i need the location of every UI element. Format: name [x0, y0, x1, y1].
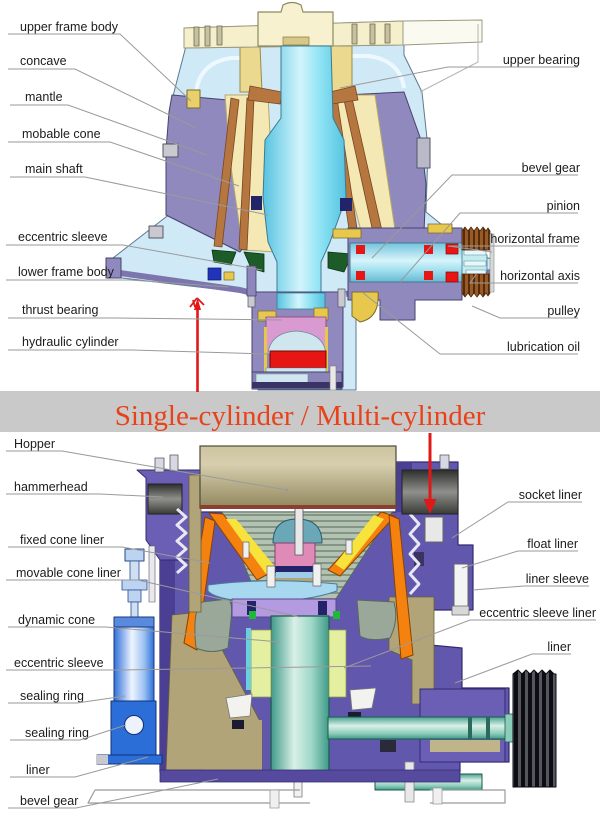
svg-text:hydraulic cylinder: hydraulic cylinder [22, 335, 119, 349]
svg-text:mobable cone: mobable cone [22, 127, 101, 141]
svg-text:Single-cylinder / Multi-cylind: Single-cylinder / Multi-cylinder [115, 400, 486, 432]
svg-text:main shaft: main shaft [25, 162, 83, 176]
svg-text:liner sleeve: liner sleeve [526, 572, 589, 586]
svg-text:sealing ring: sealing ring [25, 726, 89, 740]
svg-text:liner: liner [547, 640, 571, 654]
svg-text:liner: liner [26, 763, 50, 777]
svg-text:lubrication oil: lubrication oil [507, 340, 580, 354]
svg-text:mantle: mantle [25, 90, 63, 104]
svg-text:pinion: pinion [547, 199, 580, 213]
svg-text:upper frame body: upper frame body [20, 20, 119, 34]
svg-text:bevel gear: bevel gear [522, 161, 580, 175]
svg-text:hammerhead: hammerhead [14, 480, 88, 494]
svg-text:eccentric sleeve liner: eccentric sleeve liner [479, 606, 596, 620]
svg-text:dynamic cone: dynamic cone [18, 613, 95, 627]
svg-text:eccentric sleeve: eccentric sleeve [14, 656, 104, 670]
svg-text:thrust bearing: thrust bearing [22, 303, 98, 317]
svg-text:fixed cone liner: fixed cone liner [20, 533, 104, 547]
svg-text:sealing ring: sealing ring [20, 689, 84, 703]
svg-text:horizontal axis: horizontal axis [500, 269, 580, 283]
svg-text:movable cone liner: movable cone liner [16, 566, 121, 580]
svg-text:horizontal frame: horizontal frame [490, 232, 580, 246]
svg-text:pulley: pulley [547, 304, 580, 318]
svg-text:upper bearing: upper bearing [503, 53, 580, 67]
svg-text:eccentric sleeve: eccentric sleeve [18, 230, 108, 244]
svg-text:float liner: float liner [527, 537, 578, 551]
svg-text:concave: concave [20, 54, 67, 68]
svg-text:lower frame body: lower frame body [18, 265, 115, 279]
svg-text:bevel gear: bevel gear [20, 794, 78, 808]
svg-text:socket liner: socket liner [519, 488, 582, 502]
svg-text:Hopper: Hopper [14, 437, 55, 451]
